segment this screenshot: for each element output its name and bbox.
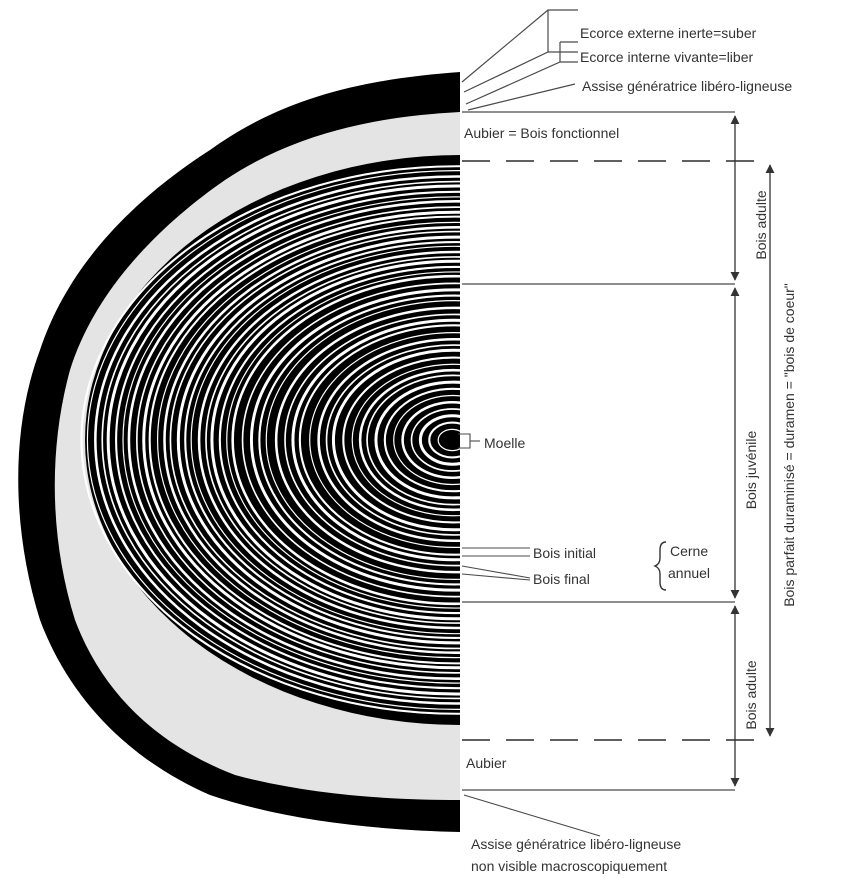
annual-ring [86, 170, 460, 710]
annual-ring [148, 215, 460, 665]
label-bois-initial: Bois initial [533, 545, 596, 561]
label-ecorce-interne: Ecorce interne vivante=liber [580, 49, 753, 65]
annual-ring [205, 256, 460, 624]
annual-ring [210, 259, 460, 621]
annual-ring [241, 282, 460, 598]
annual-ring [101, 180, 460, 700]
label-assise-generatrice-bottom: Assise génératrice libéro-ligneuse [471, 836, 681, 852]
annual-ring [218, 265, 460, 615]
annual-ring [325, 344, 460, 536]
annual-ring [393, 394, 460, 486]
annual-ring [127, 200, 460, 680]
annual-ring [115, 190, 460, 690]
annual-ring [106, 184, 460, 696]
pith [440, 434, 452, 446]
annual-ring [197, 250, 460, 630]
annual-ring [358, 368, 460, 512]
annual-ring [157, 221, 460, 659]
label-bois-adulte-top: Bois adulte [753, 190, 769, 259]
annual-ring [284, 313, 460, 567]
annual-ring [410, 408, 460, 472]
annual-ring [351, 363, 460, 517]
annual-ring [428, 421, 460, 459]
label-bois-parfait-duramen: Bois parfait duraminisé = duramen = "boi… [781, 283, 797, 607]
label-bois-final: Bois final [533, 571, 590, 587]
label-assise-generatrice-top: Assise génératrice libéro-ligneuse [582, 78, 792, 94]
annual-ring [163, 226, 460, 654]
label-moelle: Moelle [484, 435, 525, 451]
annual-ring-brace [653, 541, 667, 591]
heartwood-core [85, 155, 460, 725]
annual-ring [226, 271, 460, 609]
annual-ring [258, 294, 460, 586]
label-assise-non-visible: non visible macroscopiquement [471, 858, 667, 874]
annual-ring [342, 356, 460, 524]
annual-ring [401, 400, 460, 480]
annual-ring [274, 306, 460, 574]
label-aubier-fonctionnel: Aubier = Bois fonctionnel [464, 125, 619, 141]
label-aubier-bottom: Aubier [466, 755, 507, 771]
inner-leader-lines [458, 433, 601, 837]
annual-ring [142, 210, 460, 670]
annual-ring [80, 165, 460, 715]
label-cerne: Cerne [670, 543, 708, 559]
annual-ring [169, 230, 460, 650]
annual-ring [366, 374, 460, 506]
annual-ring [184, 241, 460, 639]
annual-ring [331, 348, 460, 532]
section-boundaries [462, 111, 770, 791]
annual-ring [176, 235, 460, 645]
annual-ring [94, 175, 460, 705]
label-bois-juvenile: Bois juvénile [743, 430, 759, 509]
annual-ring [298, 324, 460, 556]
annual-rings [80, 165, 460, 715]
label-bois-adulte-bottom: Bois adulte [743, 660, 759, 729]
bark-leader-lines [461, 9, 578, 111]
annual-ring [231, 274, 460, 606]
annual-ring [122, 196, 460, 684]
annual-ring [190, 245, 460, 635]
annual-ring [249, 288, 460, 592]
annual-ring [437, 428, 460, 452]
annual-ring [317, 337, 460, 543]
label-ecorce-externe: Ecorce externe inerte=suber [580, 25, 757, 41]
dimension-arrows [730, 115, 775, 787]
annual-ring [374, 380, 460, 500]
trunk-section [18, 72, 460, 832]
label-annuel: annuel [668, 565, 710, 581]
annual-ring [136, 206, 460, 674]
annual-ring [265, 300, 460, 580]
annual-ring [383, 387, 460, 493]
annual-ring [291, 318, 460, 562]
annual-ring [309, 332, 460, 548]
annual-ring [418, 414, 460, 466]
